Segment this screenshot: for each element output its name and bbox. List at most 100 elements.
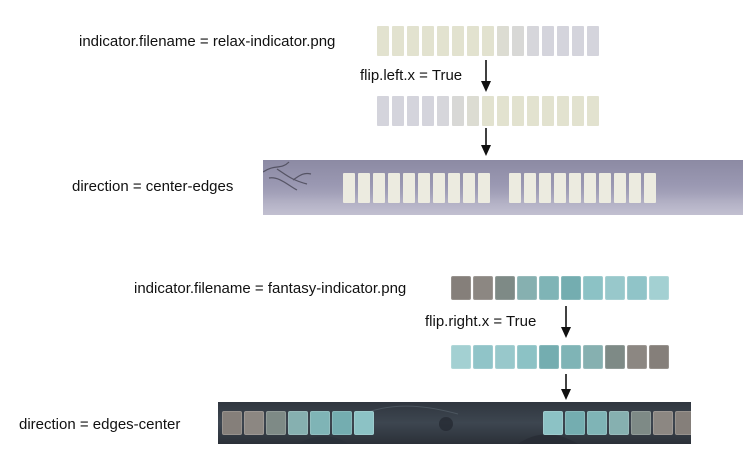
- fantasy-cell: [583, 345, 603, 369]
- arrow-down-icon: [561, 306, 571, 338]
- relax-cell: [557, 96, 569, 126]
- relax-cell: [373, 173, 385, 203]
- fantasy-cell: [539, 345, 559, 369]
- fantasy-cell: [649, 276, 669, 300]
- relax-cell: [467, 96, 479, 126]
- relax-cell: [542, 96, 554, 126]
- relax-cell: [482, 96, 494, 126]
- fantasy-cell: [609, 411, 629, 435]
- relax-cell: [497, 96, 509, 126]
- relax-filename-label: indicator.filename = relax-indicator.png: [79, 33, 336, 50]
- relax-cell: [418, 173, 430, 203]
- relax-cell: [599, 173, 611, 203]
- fantasy-cell: [539, 276, 559, 300]
- relax-cell: [343, 173, 355, 203]
- relax-banner: [263, 160, 743, 215]
- banner-left-group: [343, 173, 490, 203]
- fantasy-banner: [218, 402, 691, 444]
- relax-cell: [509, 173, 521, 203]
- fantasy-filename-label: indicator.filename = fantasy-indicator.p…: [134, 280, 407, 297]
- relax-cell: [403, 173, 415, 203]
- relax-cell: [433, 173, 445, 203]
- relax-cell: [572, 26, 584, 56]
- relax-cell: [542, 26, 554, 56]
- relax-cell: [407, 96, 419, 126]
- fantasy-cell: [495, 276, 515, 300]
- relax-cell: [557, 26, 569, 56]
- relax-cell: [437, 96, 449, 126]
- relax-cell: [422, 96, 434, 126]
- landscape-decoration-icon: [298, 405, 578, 444]
- relax-cell: [377, 96, 389, 126]
- relax-cell: [452, 96, 464, 126]
- flip-right-label: flip.right.x = True: [425, 313, 537, 330]
- relax-cell: [407, 26, 419, 56]
- relax-banner-fog: [263, 193, 743, 215]
- fantasy-cell: [451, 276, 471, 300]
- relax-cell: [482, 26, 494, 56]
- fantasy-cell: [631, 411, 651, 435]
- fantasy-cell: [675, 411, 691, 435]
- fantasy-banner-right-group: [543, 411, 691, 435]
- relax-cell: [358, 173, 370, 203]
- fantasy-cell: [517, 345, 537, 369]
- relax-flipped-strip: [377, 96, 599, 126]
- relax-cell: [644, 173, 656, 203]
- relax-cell: [467, 26, 479, 56]
- fantasy-cell: [495, 345, 515, 369]
- fantasy-cell: [354, 411, 374, 435]
- relax-cell: [377, 26, 389, 56]
- fantasy-cell: [627, 276, 647, 300]
- relax-cell: [392, 26, 404, 56]
- arrow-down-icon: [561, 374, 571, 400]
- relax-cell: [527, 96, 539, 126]
- arrow-down-icon: [481, 128, 491, 156]
- fantasy-cell: [473, 345, 493, 369]
- relax-cell: [524, 173, 536, 203]
- banner-right-group: [509, 173, 656, 203]
- fantasy-cell: [583, 276, 603, 300]
- relax-cell: [572, 96, 584, 126]
- relax-cell: [388, 173, 400, 203]
- arrow-down-icon: [481, 60, 491, 92]
- fantasy-cell: [517, 276, 537, 300]
- relax-cell: [587, 26, 599, 56]
- relax-cell: [584, 173, 596, 203]
- fantasy-cell: [332, 411, 352, 435]
- fantasy-cell: [649, 345, 669, 369]
- fantasy-cell: [288, 411, 308, 435]
- fantasy-banner-left-group: [222, 411, 374, 435]
- relax-indicator-strip: [377, 26, 599, 56]
- fantasy-cell: [543, 411, 563, 435]
- relax-cell: [463, 173, 475, 203]
- direction-edges-center-label: direction = edges-center: [19, 416, 181, 433]
- relax-cell: [478, 173, 490, 203]
- relax-cell: [527, 26, 539, 56]
- fantasy-cell: [587, 411, 607, 435]
- relax-cell: [448, 173, 460, 203]
- fantasy-cell: [222, 411, 242, 435]
- branch-decoration-icon: [263, 161, 312, 191]
- relax-cell: [614, 173, 626, 203]
- relax-cell: [512, 96, 524, 126]
- fantasy-cell: [605, 276, 625, 300]
- relax-cell: [497, 26, 509, 56]
- relax-cell: [422, 26, 434, 56]
- fantasy-cell: [244, 411, 264, 435]
- fantasy-flipped-strip: [451, 345, 669, 369]
- fantasy-cell: [310, 411, 330, 435]
- flip-left-label: flip.left.x = True: [360, 67, 463, 84]
- fantasy-cell: [473, 276, 493, 300]
- relax-cell: [539, 173, 551, 203]
- fantasy-cell: [565, 411, 585, 435]
- relax-cell: [587, 96, 599, 126]
- fantasy-cell: [451, 345, 471, 369]
- relax-cell: [392, 96, 404, 126]
- relax-cell: [437, 26, 449, 56]
- fantasy-cell: [266, 411, 286, 435]
- fantasy-cell: [561, 345, 581, 369]
- fantasy-cell: [561, 276, 581, 300]
- relax-cell: [629, 173, 641, 203]
- relax-cell: [452, 26, 464, 56]
- fantasy-cell: [653, 411, 673, 435]
